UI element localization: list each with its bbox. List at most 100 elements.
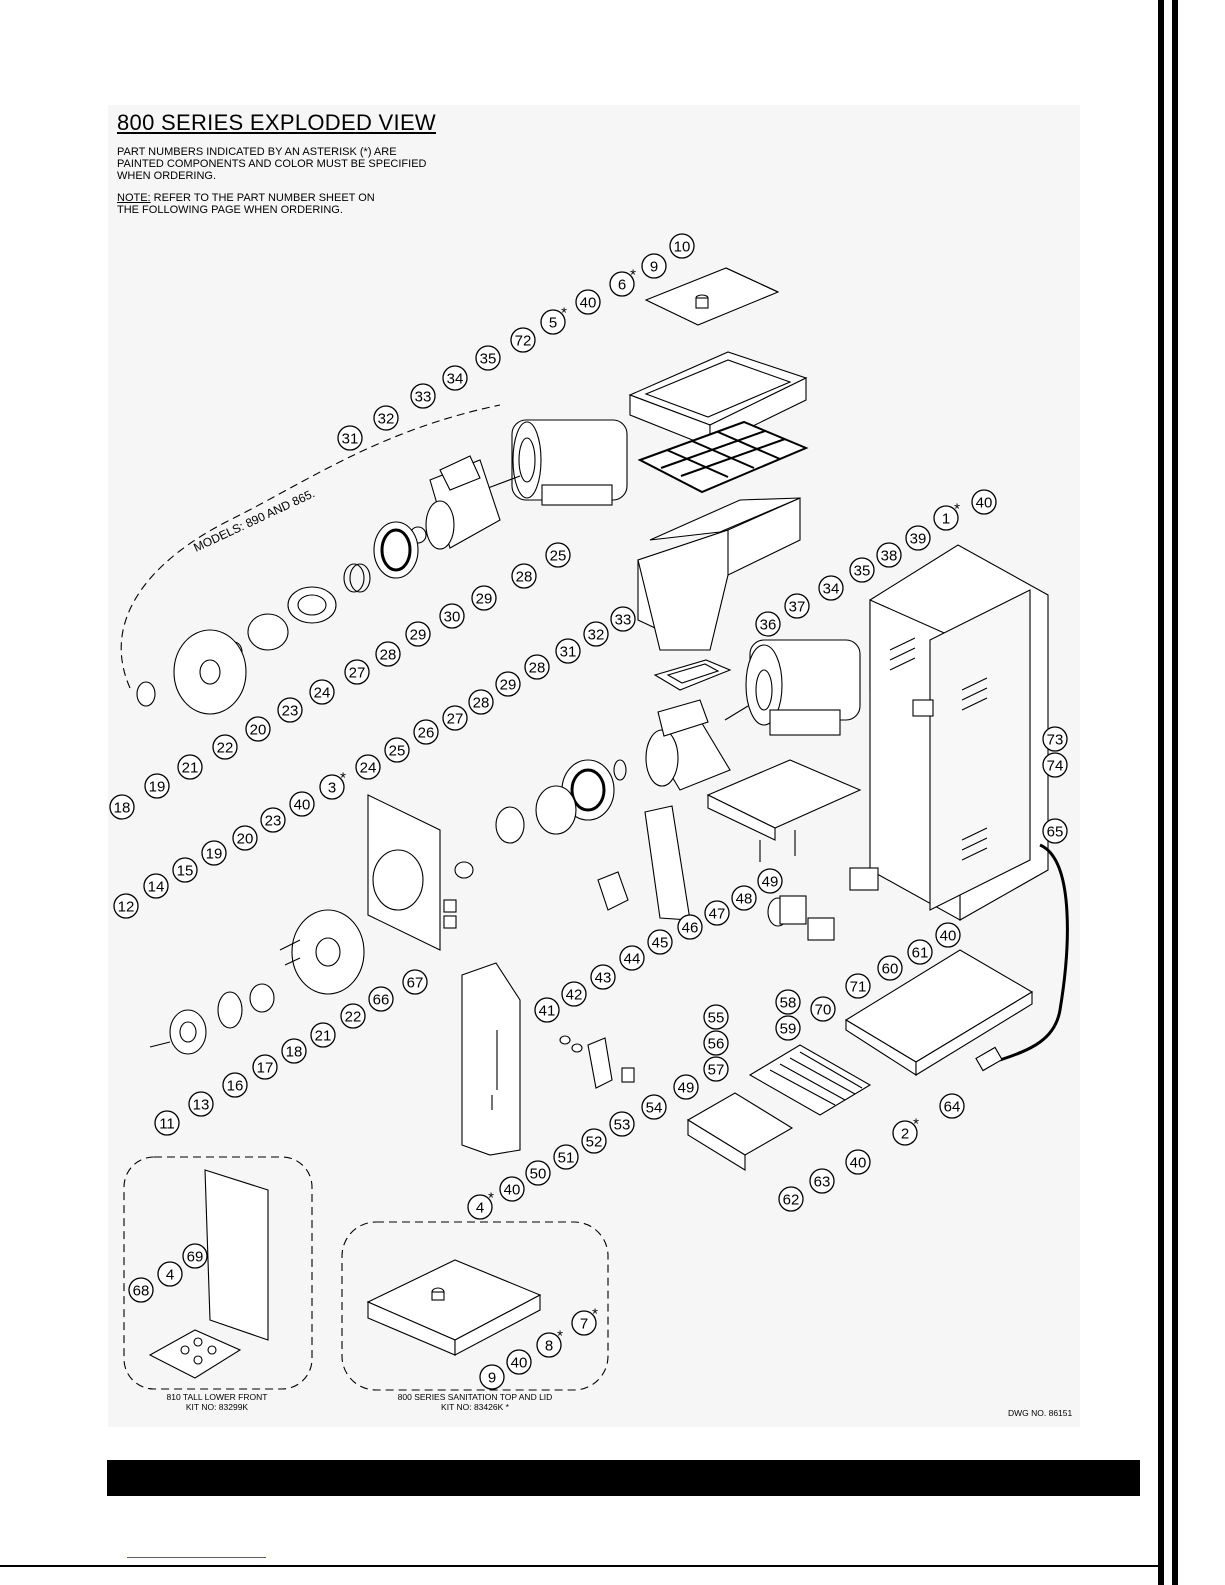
callout-circle (845, 973, 871, 999)
callout-circle (405, 621, 431, 647)
callout-number: 18 (286, 1044, 303, 1061)
callout-circle (524, 654, 550, 680)
callout-35: 35 (475, 345, 501, 371)
callout-1: 1* (933, 501, 960, 531)
right-edge-bar-outer (1172, 0, 1178, 1585)
callout-22: 22 (212, 734, 238, 760)
callout-number: 1 (942, 511, 950, 528)
callout-number: 65 (1047, 824, 1064, 841)
callout-44: 44 (619, 945, 645, 971)
drip-grate (748, 1044, 872, 1116)
callout-number: 24 (360, 760, 377, 777)
callout-5: 5* (540, 305, 567, 335)
callout-circle (510, 327, 536, 353)
callout-number: 62 (783, 1192, 800, 1209)
callout-number: 23 (265, 813, 282, 830)
callout-number: 31 (560, 644, 577, 661)
callout-number: 20 (237, 831, 254, 848)
callout-number: 14 (148, 879, 165, 896)
callout-circle (467, 1194, 493, 1220)
callout-number: 64 (944, 1099, 961, 1116)
callout-number: 3 (328, 780, 336, 797)
callout-circle (575, 289, 601, 315)
callout-32: 32 (583, 621, 609, 647)
callout-circle (442, 365, 468, 391)
callout-circle (571, 1310, 597, 1336)
callout-49: 49 (757, 868, 783, 894)
callout-number: 49 (678, 1080, 695, 1097)
callout-number: 42 (566, 987, 583, 1004)
upper-motor (487, 419, 628, 506)
callout-circle (731, 885, 757, 911)
callout-number: 29 (476, 591, 493, 608)
callout-circle (319, 774, 345, 800)
callout-69: 69 (182, 1243, 208, 1269)
kit1-line-2: KIT NO: 83299K (185, 1402, 249, 1412)
callout-circle (775, 989, 801, 1015)
callout-number: 73 (1047, 732, 1064, 749)
callout-number: 63 (814, 1174, 831, 1191)
callout-50: 50 (525, 1160, 551, 1186)
callout-circle (144, 773, 170, 799)
callout-9: 9 (641, 253, 667, 279)
footer-link-underline[interactable] (127, 1557, 266, 1558)
callout-66: 66 (368, 986, 394, 1012)
callout-72: 72 (510, 327, 536, 353)
asterisk-note: PART NUMBERS INDICATED BY AN ASTERISK (*… (117, 146, 477, 182)
kit2-parts (366, 1259, 542, 1356)
front-panel (461, 962, 521, 1156)
cord-plug (975, 1046, 1003, 1072)
callout-number: 12 (118, 899, 135, 916)
callout-circle (309, 679, 335, 705)
callout-61: 61 (907, 939, 933, 965)
callout-layer: 1096*405*7235343332312528293029282724232… (109, 233, 1068, 1390)
callout-25: 25 (545, 542, 571, 568)
callout-circle (704, 900, 730, 926)
callout-6: 6* (609, 267, 636, 297)
callout-number: 45 (652, 935, 669, 952)
callout-circle (525, 1160, 551, 1186)
callout-53: 53 (609, 1111, 635, 1137)
callout-circle (609, 1111, 635, 1137)
switch-assembly (767, 867, 879, 941)
callout-number: 49 (762, 874, 779, 891)
callout-circle (809, 1168, 835, 1194)
callout-13: 13 (188, 1091, 214, 1117)
callout-circle (471, 585, 497, 611)
callout-circle (876, 542, 902, 568)
asterisk-mark: * (557, 1328, 563, 1345)
callout-number: 40 (940, 928, 957, 945)
kit2-label: 800 SERIES SANITATION TOP AND LID KIT NO… (380, 1392, 570, 1412)
upper-feed-housing (409, 455, 501, 550)
callout-circle (344, 659, 370, 685)
callout-15: 15 (172, 857, 198, 883)
callout-40: 40 (935, 922, 961, 948)
callout-28: 28 (524, 654, 550, 680)
callout-21: 21 (310, 1022, 336, 1048)
callout-circle (289, 791, 315, 817)
callout-number: 21 (182, 760, 199, 777)
callout-number: 50 (530, 1166, 547, 1183)
note2-line-1: REFER TO THE PART NUMBER SHEET ON (150, 192, 375, 204)
callout-40: 40 (289, 791, 315, 817)
asterisk-mark: * (913, 1116, 919, 1133)
callout-circle (402, 969, 428, 995)
callout-55: 55 (703, 1004, 729, 1030)
hopper (637, 497, 801, 651)
callout-number: 4 (166, 1267, 174, 1284)
callout-31: 31 (555, 638, 581, 664)
callout-4: 4 (157, 1261, 183, 1287)
callout-30: 30 (439, 603, 465, 629)
callout-9: 9 (479, 1364, 505, 1390)
lid-plate (644, 267, 780, 326)
callout-circle (703, 1030, 729, 1056)
callout-number: 2 (901, 1126, 909, 1143)
callout-number: 69 (187, 1249, 204, 1266)
callout-number: 28 (529, 660, 546, 677)
callout-number: 43 (595, 970, 612, 987)
callout-number: 28 (516, 569, 533, 586)
cabinet (869, 544, 1049, 921)
callout-number: 33 (415, 389, 432, 406)
callout-28: 28 (375, 641, 401, 667)
models-label: MODELS: 890 AND 865. (191, 486, 317, 555)
